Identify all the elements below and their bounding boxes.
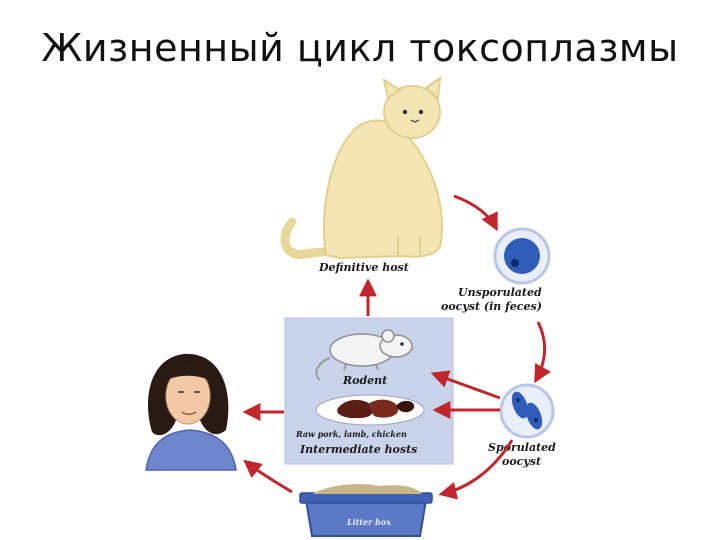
label-rodent: Rodent — [342, 374, 387, 387]
label-intermediate-hosts: Intermediate hosts — [299, 443, 417, 456]
label-unsporulated-2: oocyst (in feces) — [441, 300, 542, 313]
arrow-cat-to-unsporulated — [454, 196, 496, 228]
label-definitive-host: Definitive host — [318, 261, 409, 274]
label-unsporulated-1: Unsporulated — [458, 286, 542, 299]
meat-icon — [316, 395, 424, 425]
human-icon — [146, 354, 236, 470]
arrow-unsporulated-to-sporulated — [536, 322, 545, 380]
sporulated-oocyst-icon — [501, 385, 553, 437]
label-meat: Raw pork, lamb, chicken — [295, 429, 407, 439]
cat-icon — [285, 78, 442, 258]
arrow-litter-to-human — [246, 462, 292, 492]
label-sporulated-2: oocyst — [502, 455, 541, 468]
unsporulated-oocyst-icon — [495, 229, 549, 283]
litter-box-icon — [300, 484, 432, 536]
label-sporulated-1: Sporulated — [488, 441, 556, 454]
label-litter-box: Litter box — [346, 517, 391, 527]
